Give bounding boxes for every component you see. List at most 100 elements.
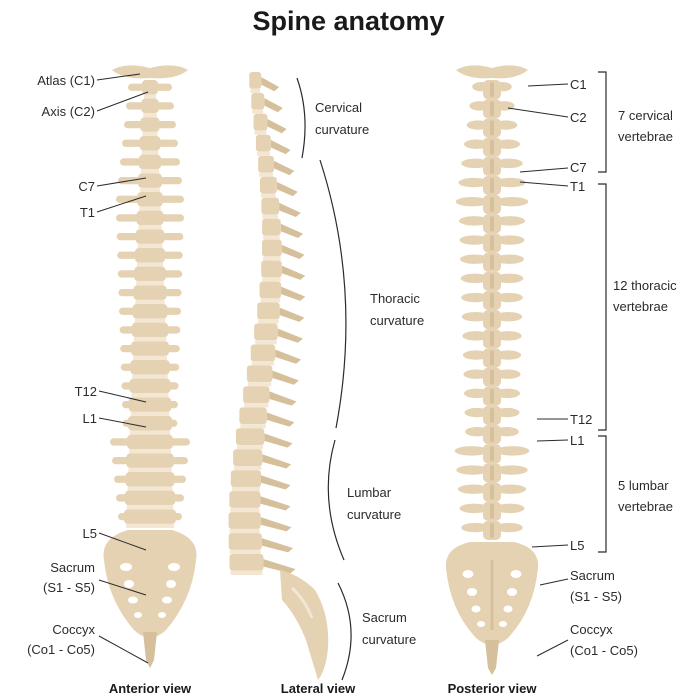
group-lumbar: 5 lumbar (618, 478, 669, 493)
caption-posterior: Posterior view (448, 681, 538, 696)
vertebra (118, 173, 182, 192)
lateral-labels: Cervical curvature Thoracic curvature Lu… (315, 100, 424, 647)
vertebra (464, 387, 520, 406)
label-c7: C7 (78, 179, 95, 194)
anterior-coccyx (143, 632, 157, 668)
vertebra (459, 214, 525, 233)
label-sacrum-curv-2: curvature (362, 632, 416, 647)
group-cervical-2: vertebrae (618, 129, 673, 144)
lateral-vertebrae (229, 72, 306, 575)
vertebra (236, 428, 293, 449)
vertebra (121, 379, 178, 398)
vertebra (467, 118, 518, 137)
vertebra (239, 407, 294, 428)
label-t12: T12 (75, 384, 97, 399)
caption-lateral: Lateral view (281, 681, 356, 696)
group-thoracic-2: vertebrae (613, 299, 668, 314)
vertebra (249, 72, 279, 93)
vertebra (121, 360, 179, 379)
label-cervical-2: curvature (315, 122, 369, 137)
vertebra (118, 509, 182, 528)
vertebra (116, 192, 184, 211)
label-cervical: Cervical (315, 100, 362, 115)
vertebra (118, 285, 181, 304)
vertebra (260, 177, 298, 198)
vertebra (119, 304, 181, 323)
vertebra (456, 195, 529, 214)
vertebra (251, 93, 283, 114)
label-coccyx: Coccyx (52, 622, 95, 637)
vertebra (254, 114, 287, 135)
vertebra (124, 117, 176, 136)
label-post-l5: L5 (570, 538, 584, 553)
label-post-t1: T1 (570, 179, 585, 194)
vertebra (261, 261, 305, 282)
label-l5: L5 (83, 526, 97, 541)
anterior-sacrum (104, 530, 197, 638)
vertebra (120, 323, 181, 342)
vertebra (116, 491, 184, 510)
vertebra (112, 453, 188, 472)
vertebra (260, 282, 306, 303)
vertebra (229, 533, 293, 554)
group-brackets (598, 72, 606, 552)
label-atlas: Atlas (C1) (37, 73, 95, 88)
vertebra (110, 435, 190, 454)
label-sacrum-curv: Sacrum (362, 610, 407, 625)
vertebra (462, 329, 521, 348)
vertebra (116, 211, 184, 230)
vertebra (458, 483, 526, 502)
vertebra (233, 449, 291, 470)
lateral-spine (229, 72, 329, 680)
vertebra (461, 272, 524, 291)
label-post-c7: C7 (570, 160, 587, 175)
group-lumbar-2: vertebrae (618, 499, 673, 514)
vertebra (460, 502, 525, 521)
vertebra (465, 406, 520, 425)
vertebra (464, 138, 520, 157)
posterior-labels: C1 C2 C7 T1 T12 L1 L5 Sacrum (S1 - S5) C… (570, 77, 638, 658)
vertebra (117, 229, 184, 248)
vertebra (114, 472, 186, 491)
posterior-vertebrae (455, 80, 530, 540)
label-t1: T1 (80, 205, 95, 220)
vertebra (460, 253, 524, 272)
label-sacrum: Sacrum (50, 560, 95, 575)
group-cervical: 7 cervical (618, 108, 673, 123)
caption-anterior: Anterior view (109, 681, 192, 696)
vertebra (461, 157, 523, 176)
anterior-labels: Atlas (C1) Axis (C2) C7 T1 T12 L1 L5 Sac… (27, 73, 97, 657)
label-l1: L1 (83, 411, 97, 426)
lateral-sacrum (280, 570, 328, 680)
label-coccyx-range: (Co1 - Co5) (27, 642, 95, 657)
label-post-coccyx-range: (Co1 - Co5) (570, 643, 638, 658)
vertebra (261, 198, 300, 219)
vertebra (122, 397, 178, 416)
posterior-atlas (456, 65, 528, 78)
anterior-vertebrae (110, 80, 190, 528)
vertebra (122, 136, 178, 155)
group-thoracic: 12 thoracic (613, 278, 677, 293)
label-lumbar-2: curvature (347, 507, 401, 522)
vertebra (120, 341, 180, 360)
vertebra (463, 348, 521, 367)
vertebra (456, 463, 528, 482)
group-labels: 7 cervical vertebrae 12 thoracic vertebr… (613, 108, 677, 514)
vertebra (257, 303, 304, 324)
label-thoracic-2: curvature (370, 313, 424, 328)
vertebra (229, 491, 290, 512)
posterior-spine (446, 65, 538, 675)
vertebra (258, 156, 294, 177)
label-thoracic: Thoracic (370, 291, 420, 306)
vertebra (117, 248, 183, 267)
vertebra (251, 344, 301, 365)
vertebra (463, 368, 520, 387)
posterior-coccyx (485, 640, 499, 675)
label-lumbar: Lumbar (347, 485, 392, 500)
vertebra (243, 386, 296, 407)
label-post-sacrum: Sacrum (570, 568, 615, 583)
vertebra (262, 240, 305, 261)
vertebra (123, 416, 178, 435)
vertebra (460, 233, 525, 252)
